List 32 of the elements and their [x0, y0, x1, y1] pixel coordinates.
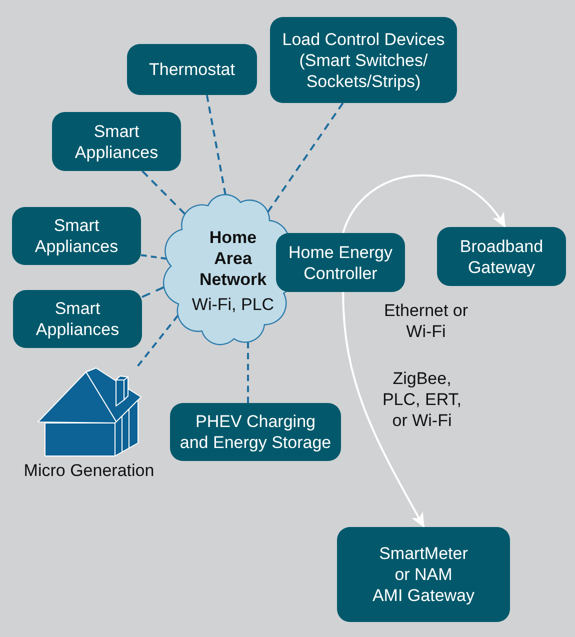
cloud-title: Home Area Network [198, 227, 268, 290]
node-caption: Micro Generation [22, 460, 156, 481]
curved-arrow [342, 174, 506, 234]
box-label: Home Energy Controller [288, 242, 394, 284]
rounded-box [127, 44, 257, 95]
rounded-box [437, 227, 566, 286]
rounded-box [337, 527, 510, 622]
rounded-box [270, 17, 457, 103]
box-label: SmartMeter or NAM [378, 543, 469, 585]
rounded-box [170, 403, 341, 461]
box-label: AMI Gateway [372, 585, 475, 606]
house-drawing [36, 366, 142, 457]
rounded-box [12, 207, 141, 265]
dashed-line [247, 342, 249, 403]
dashed-line [137, 314, 179, 367]
dashed-line [142, 286, 164, 298]
rounded-box [13, 290, 142, 348]
curved-arrow [342, 292, 425, 528]
dashed-line [266, 102, 344, 213]
dashed-line [140, 254, 167, 260]
dashed-line [142, 170, 186, 215]
box-label: Load Control Devices (Smart Switches/ Sockets/Strips) [281, 28, 446, 92]
box-label: Smart Appliances [74, 120, 160, 162]
box-label: Thermostat [149, 59, 235, 80]
box-label: Smart Appliances [34, 298, 120, 340]
rounded-box [52, 112, 181, 171]
box-label: Smart Appliances [34, 215, 120, 257]
rounded-box [276, 233, 405, 292]
box-label: PHEV Charging and Energy Storage [178, 411, 332, 453]
box-label: Broadband Gateway [458, 236, 544, 278]
cloud-subtitle: Wi-Fi, PLC [192, 294, 274, 315]
dashed-line [206, 94, 226, 195]
